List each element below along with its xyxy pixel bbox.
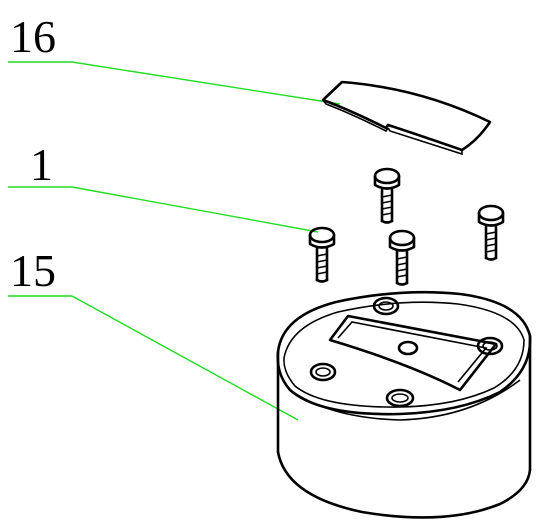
screw-left	[308, 226, 336, 283]
leader-line-16	[8, 61, 341, 105]
leader-line-1	[8, 186, 319, 233]
label-15: 15	[10, 245, 56, 296]
cover-plate-part	[321, 80, 492, 156]
screw-center	[388, 229, 416, 286]
cylindrical-base-part	[276, 290, 532, 519]
label-1: 1	[30, 139, 53, 190]
label-16: 16	[10, 11, 56, 62]
screw-right	[477, 204, 505, 261]
screw-top-center	[373, 167, 401, 224]
leader-line-15	[8, 295, 299, 421]
